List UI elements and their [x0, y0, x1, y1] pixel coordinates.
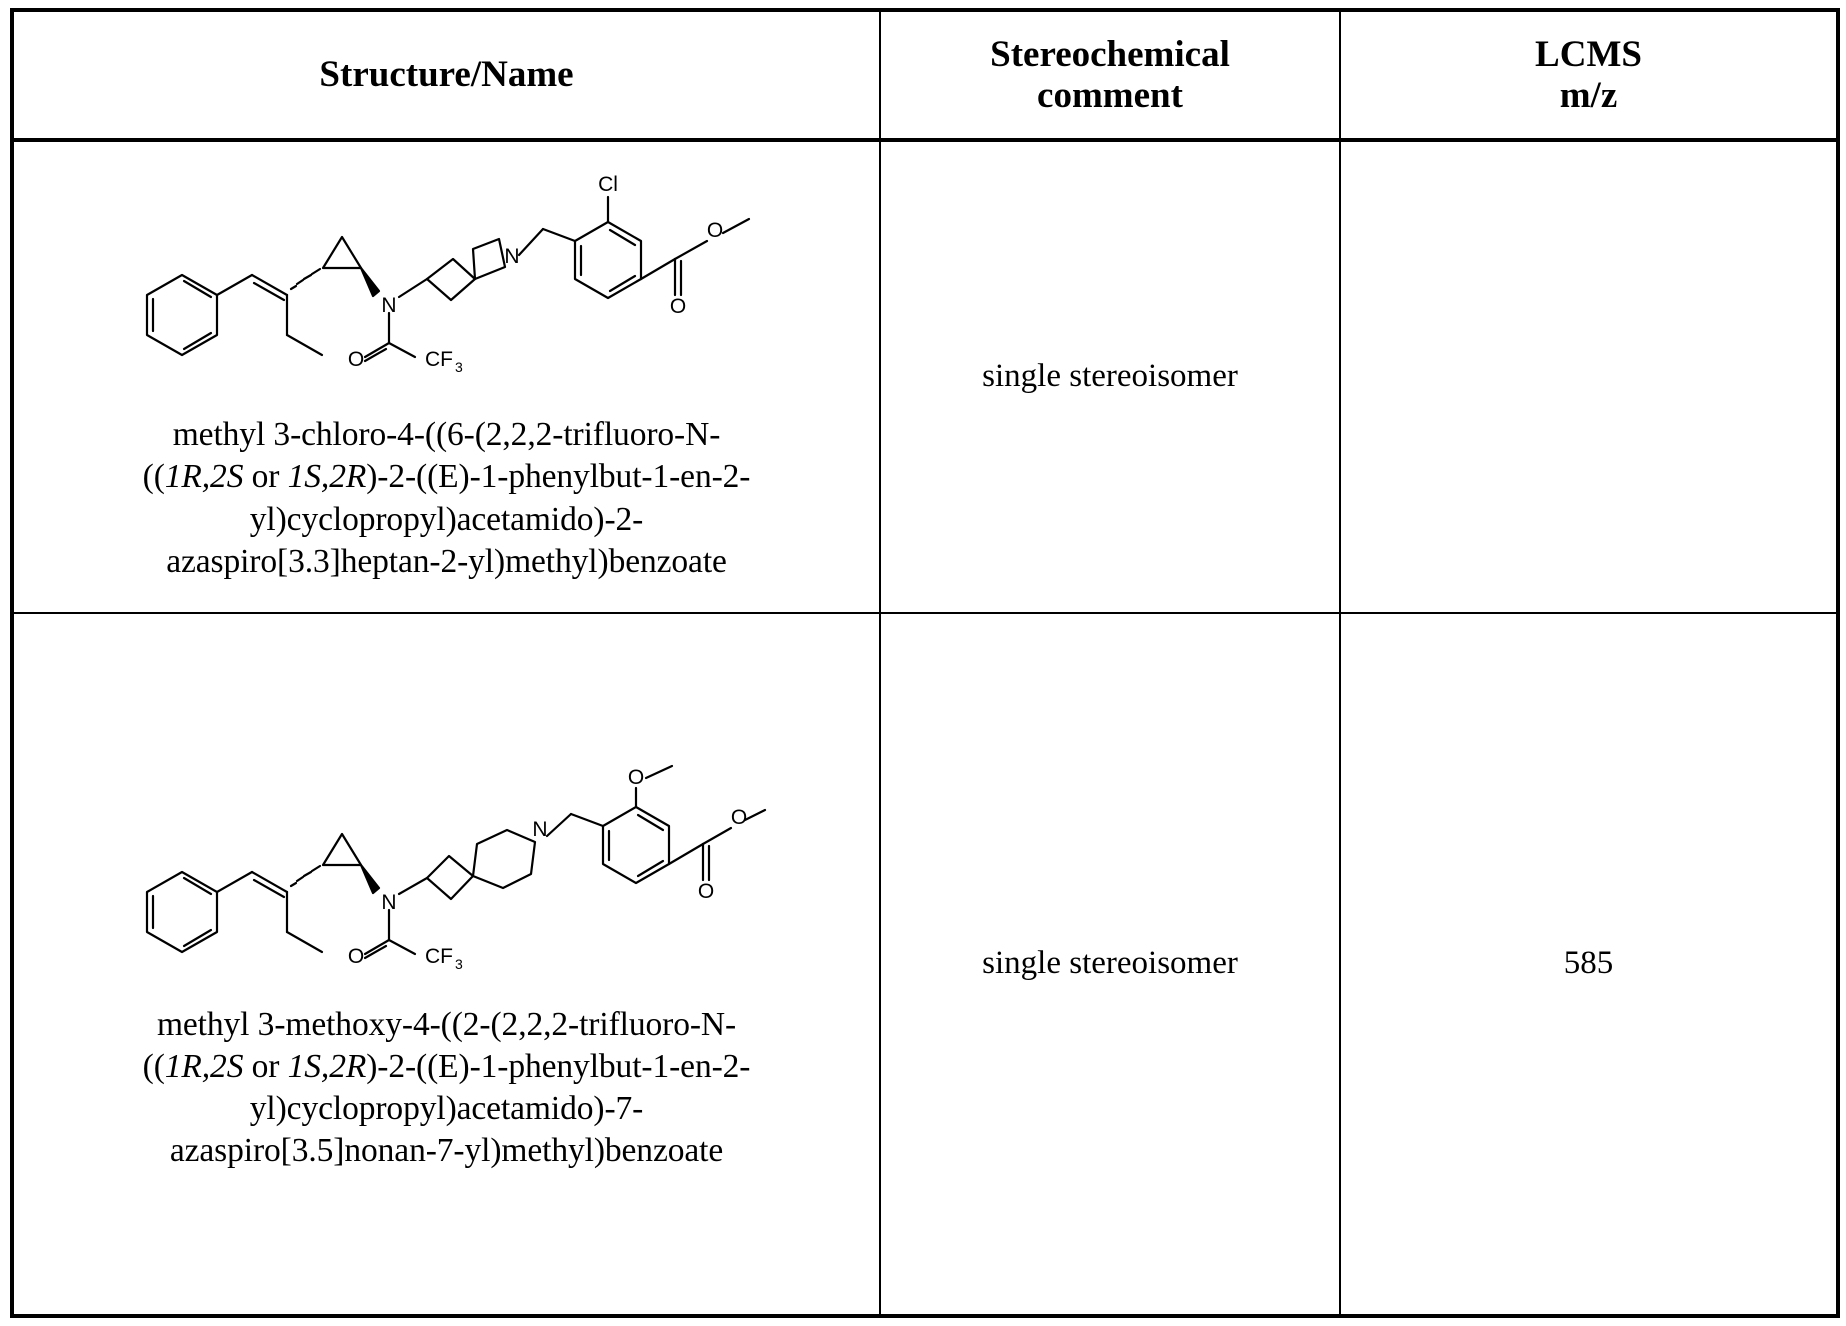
compound-name-line: ((1R,2S or 1S,2R)-2-((E)-1-phenylbut-1-e…	[142, 458, 751, 496]
header-structure-name-label: Structure/Name	[319, 54, 574, 96]
header-stereo-line1: Stereochemical	[990, 33, 1230, 75]
stereodescriptor-1S2R: 1S,2R	[287, 1047, 367, 1085]
structure-cell-row-1: Cl N N O CF 3 O O methyl 3-chloro-4-((6-…	[11, 139, 881, 614]
table-body: Cl N N O CF 3 O O methyl 3-chloro-4-((6-…	[11, 139, 1839, 1317]
table-header: Structure/Name Stereochemical comment LC…	[11, 9, 1839, 142]
compound-name-line: ((1R,2S or 1S,2R)-2-((E)-1-phenylbut-1-e…	[142, 1047, 751, 1085]
compound-name-line: methyl 3-chloro-4-((6-(2,2,2-trifluoro-N…	[172, 416, 721, 454]
stereochemical-comment-text: single stereoisomer	[982, 358, 1238, 395]
atom-label-ester-oxygen: O	[706, 219, 722, 242]
lcms-cell-row-2: 585	[1339, 612, 1839, 1317]
atom-label-trifluoromethyl: CF	[425, 348, 453, 371]
structure-cell-row-2: O N N O CF 3 O O methyl 3-methoxy-4-((2-…	[11, 612, 881, 1317]
stereodescriptor-1R2S: 1R,2S	[164, 458, 244, 496]
compound-name-row-2: methyl 3-methoxy-4-((2-(2,2,2-trifluoro-…	[47, 1004, 847, 1173]
compound-table: Structure/Name Stereochemical comment LC…	[10, 8, 1840, 1318]
table-row: O N N O CF 3 O O methyl 3-methoxy-4-((2-…	[11, 612, 1839, 1317]
header-lcms-mz: LCMS m/z	[1339, 9, 1839, 142]
atom-label-trifluoromethyl-subscript: 3	[455, 956, 463, 972]
atom-label-trifluoromethyl-subscript: 3	[455, 359, 463, 375]
compound-name-line: yl)cyclopropyl)acetamido)-2-	[249, 500, 644, 538]
header-stereo-line2: comment	[1037, 75, 1183, 116]
stereochemical-comment-cell-row-2: single stereoisomer	[879, 612, 1341, 1317]
chemical-structure-diagram-row-2: O N N O CF 3 O O	[145, 764, 766, 972]
lcms-value: 585	[1563, 945, 1614, 982]
atom-label-ring-nitrogen: N	[532, 818, 547, 841]
stereochemical-comment-text: single stereoisomer	[982, 945, 1238, 982]
atom-label-ester-oxygen: O	[730, 806, 746, 829]
header-structure-name: Structure/Name	[11, 9, 881, 142]
atom-label-amide-oxygen: O	[347, 348, 363, 371]
lcms-cell-row-1	[1339, 139, 1839, 614]
header-row: Structure/Name Stereochemical comment LC…	[11, 9, 1839, 142]
atom-label-ester-carbonyl-oxygen: O	[697, 880, 713, 903]
compound-name-line: yl)cyclopropyl)acetamido)-7-	[249, 1090, 644, 1127]
compound-name-line: methyl 3-methoxy-4-((2-(2,2,2-trifluoro-…	[156, 1005, 737, 1043]
compound-name-line: azaspiro[3.3]heptan-2-yl)methyl)benzoate	[166, 542, 727, 580]
chemical-structure-diagram-row-1: Cl N N O CF 3 O O	[145, 173, 750, 375]
stereodescriptor-1R2S: 1R,2S	[164, 1047, 244, 1085]
compound-name-line: azaspiro[3.5]nonan-7-yl)methyl)benzoate	[169, 1132, 724, 1170]
atom-label-methoxy-oxygen: O	[627, 766, 643, 789]
header-lcms-line2: m/z	[1559, 75, 1618, 116]
compound-name-row-1: methyl 3-chloro-4-((6-(2,2,2-trifluoro-N…	[47, 414, 847, 583]
table-row: Cl N N O CF 3 O O methyl 3-chloro-4-((6-…	[11, 139, 1839, 614]
stereochemical-comment-cell-row-1: single stereoisomer	[879, 139, 1341, 614]
atom-label-amide-nitrogen: N	[381, 294, 396, 317]
atom-label-trifluoromethyl: CF	[425, 945, 453, 968]
atom-label-amide-nitrogen: N	[381, 891, 396, 914]
header-stereochemical-comment: Stereochemical comment	[879, 9, 1341, 142]
atom-label-chlorine: Cl	[598, 173, 618, 196]
atom-label-ring-nitrogen: N	[504, 245, 519, 268]
atom-label-ester-carbonyl-oxygen: O	[669, 295, 685, 318]
header-lcms-line1: LCMS	[1535, 33, 1642, 75]
stereodescriptor-1S2R: 1S,2R	[287, 458, 367, 496]
atom-label-amide-oxygen: O	[347, 945, 363, 968]
